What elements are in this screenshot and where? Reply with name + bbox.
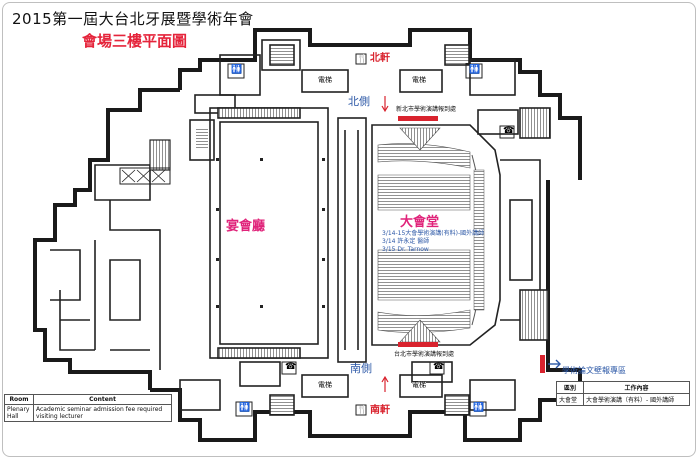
north-registration-label: 新北市學術演講報到處 [396, 106, 457, 113]
legend-row: 大會堂 大會學術演講（有料）- 國外講師 [556, 393, 690, 406]
top-left-restrooms [194, 39, 301, 114]
restroom-icon: 🚻 [469, 65, 481, 75]
talk-line: 3/15 Dr. Tarnow [382, 246, 429, 253]
north-side-label: 北側 [348, 95, 370, 108]
left-wing-rooms [50, 164, 161, 370]
restroom-icons [227, 53, 515, 417]
legend-table-en: Room Content Plenary Hall Academic semin… [4, 394, 172, 422]
phone-icon: ☎ [433, 362, 445, 372]
banquet-hall-walls [209, 107, 329, 359]
page-subtitle: 會場三樓平面圖 [82, 32, 188, 50]
legend-table-zh: 區別 工作內容 大會堂 大會學術演講（有料）- 國外講師 [556, 381, 690, 406]
phone-icon: ☎ [503, 126, 515, 136]
corridor-walls [337, 117, 367, 363]
legend-header-room: Room [4, 394, 34, 405]
north-pavilion-label: 北軒 [370, 53, 390, 64]
legend-room: 大會堂 [556, 393, 584, 406]
bottom-middle-core [179, 289, 549, 416]
south-pavilion-label: 南軒 [370, 405, 390, 416]
elevator-label: 電梯 [412, 381, 426, 389]
elevator-label: 電梯 [412, 76, 426, 84]
main-hall-seating [377, 127, 485, 343]
legend-room: Plenary Hall [4, 404, 34, 422]
legend-row: Plenary Hall Academic seminar admission … [4, 404, 172, 422]
elevator-label: 電梯 [318, 76, 332, 84]
main-hall-label: 大會堂 [400, 215, 440, 230]
legend-header-row: 區別 工作內容 [556, 381, 690, 394]
restroom-icon: 🚻 [231, 65, 243, 75]
restaurant-icon: 🍴 [357, 405, 367, 414]
poster-area-marker [540, 355, 545, 373]
restaurant-icon: 🍴 [357, 54, 367, 63]
talk-line: 3/14 許永定 醫師 [382, 238, 430, 245]
poster-arrow-head [555, 359, 561, 369]
south-side-label: 南側 [350, 362, 372, 375]
page-title: 2015第一屆大台北牙展暨學術年會 [12, 10, 254, 28]
left-stair-core [119, 119, 215, 185]
phone-icon: ☎ [285, 362, 297, 372]
banquet-hall-label: 宴會廳 [226, 219, 266, 234]
legend-content: 大會學術演講（有料）- 國外講師 [583, 393, 690, 406]
restroom-icon: 🚻 [473, 403, 485, 413]
legend-content: Academic seminar admission fee required … [33, 404, 172, 422]
elevator-label: 電梯 [318, 381, 332, 389]
legend-header-content: 工作內容 [583, 381, 690, 394]
banquet-columns [216, 158, 325, 308]
restroom-icon: 🚻 [239, 403, 251, 413]
page-frame [2, 2, 696, 457]
north-registration-desk [398, 116, 438, 121]
poster-area-label: 學術論文壁報專區 [562, 366, 626, 375]
main-hall-talks: 3/14-15大會學術演講(有料)-國外講師 3/14 許永定 醫師 3/15 … [382, 230, 484, 254]
legend-header-content: Content [33, 394, 172, 405]
south-registration-label: 台北市學術演講報到處 [394, 351, 455, 358]
legend-header-row: Room Content [4, 394, 172, 405]
legend-header-room: 區別 [556, 381, 584, 394]
south-registration-desk [398, 342, 438, 347]
talk-line: 3/14-15大會學術演講(有料)-國外講師 [382, 230, 485, 237]
top-middle-core [301, 44, 551, 139]
